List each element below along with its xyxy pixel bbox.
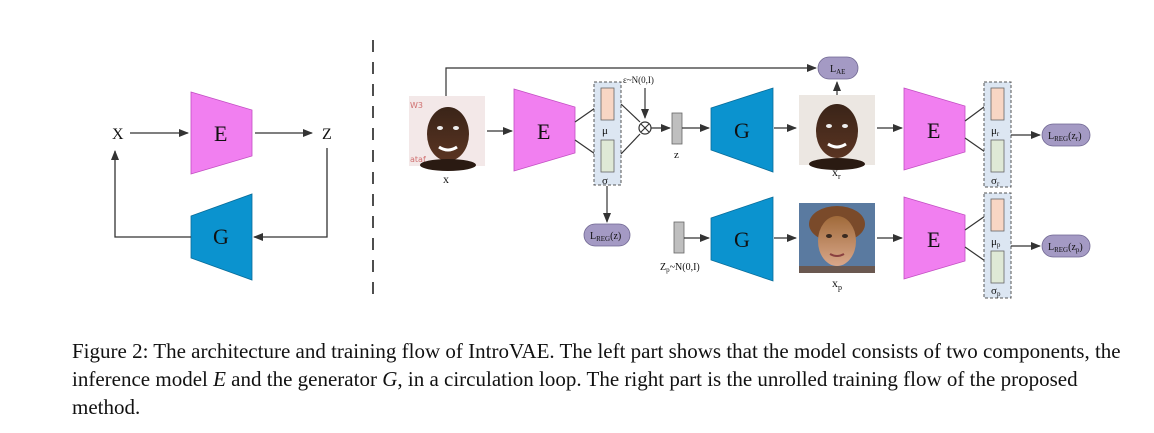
lregzr-close: ) <box>1078 131 1081 142</box>
lregz-sub: REG <box>596 235 610 243</box>
lregzp-arg: (z <box>1068 242 1076 253</box>
svg-text:W3: W3 <box>410 101 423 110</box>
left-generator-shape <box>190 193 253 281</box>
multiply-node <box>638 121 652 135</box>
arrow-z-to-g <box>253 148 328 241</box>
left-generator-label: G <box>213 224 229 249</box>
latent-group-3: μp σp <box>983 192 1012 299</box>
input-face-image: W3 ataf <box>409 96 485 171</box>
sigmap-sub: p <box>997 290 1001 298</box>
generator-2-label: G <box>734 227 750 252</box>
svg-text:Zp~N(0,I): Zp~N(0,I) <box>660 262 700 274</box>
left-encoder-label: E <box>214 121 227 146</box>
lregzr-arg: (z <box>1068 131 1076 142</box>
xp-sub: p <box>838 283 842 292</box>
svg-text:LREG(z): LREG(z) <box>590 231 621 243</box>
xr-sub: r <box>838 172 841 181</box>
sigma-label: σ <box>602 175 608 187</box>
lae-main: L <box>830 64 836 75</box>
loss-reg-z-pill: LREG(z) <box>583 223 631 247</box>
lregz-main: L <box>590 231 596 242</box>
sigmar-sub: r <box>997 180 1000 188</box>
loss-reg-zp-pill: LREG(zp) <box>1041 234 1091 258</box>
svg-text:σr: σr <box>991 175 1000 188</box>
z-label: z <box>674 149 679 161</box>
svg-text:ataf: ataf <box>410 155 426 164</box>
latent-group-1: μ σ <box>593 81 622 187</box>
arrow-sigma-to-mult <box>620 133 641 155</box>
zp-dist: ~N(0,I) <box>670 262 700 273</box>
encoder-3-label: E <box>927 227 940 252</box>
caption-suffix: , in a circulation loop. The right part … <box>72 367 1078 419</box>
lregzp-arg-sub: p <box>1076 246 1080 254</box>
encoder-1-shape <box>513 88 576 172</box>
mup-sub: p <box>997 241 1001 249</box>
left-loop: X E Z G <box>111 91 332 281</box>
svg-text:σp: σp <box>991 285 1001 298</box>
left-x-label: X <box>112 126 124 143</box>
caption-g-symbol: G <box>382 367 398 391</box>
mup-label: μ <box>991 236 997 248</box>
latent-group-2: μr σr <box>983 81 1012 188</box>
svg-text:xp: xp <box>832 276 842 292</box>
reconstructed-face-image <box>799 95 875 170</box>
zp-block <box>673 221 685 254</box>
caption-middle: and the generator <box>225 367 383 391</box>
arrow-mu-to-mult <box>620 103 641 123</box>
mur-label: μ <box>991 125 997 137</box>
arrow-x-to-lae <box>445 64 817 96</box>
xp-label: x <box>832 276 838 290</box>
mu-label: μ <box>602 125 608 137</box>
svg-text:LREG(zr): LREG(zr) <box>1048 131 1082 143</box>
lregzr-arg-sub: r <box>1076 135 1079 143</box>
arrow-g-to-x <box>111 150 191 238</box>
generator-2-shape <box>710 196 774 282</box>
figure-caption: Figure 2: The architecture and training … <box>72 337 1134 421</box>
encoder-2-shape <box>903 87 966 171</box>
xr-label: x <box>832 165 838 179</box>
loss-ae-pill: LAE <box>817 56 859 80</box>
lregzp-main: L <box>1048 242 1054 253</box>
lae-sub: AE <box>836 68 845 76</box>
left-z-label: Z <box>322 126 332 143</box>
zp-label: Z <box>660 262 666 273</box>
lregzp-close: ) <box>1079 242 1082 253</box>
mur-sub: r <box>997 130 1000 138</box>
left-encoder-shape <box>190 91 253 175</box>
encoder-2-label: E <box>927 118 940 143</box>
lregzp-sub: REG <box>1054 246 1068 254</box>
svg-text:xr: xr <box>832 165 841 181</box>
eps-label: ε~N(0,I) <box>623 75 654 85</box>
sigmap-label: σ <box>991 285 997 297</box>
caption-prefix: Figure 2: The architecture and training … <box>72 339 1121 391</box>
generator-1-shape <box>710 87 774 173</box>
generator-1-label: G <box>734 118 750 143</box>
lregzr-sub: REG <box>1054 135 1068 143</box>
loss-reg-zr-pill: LREG(zr) <box>1041 123 1091 147</box>
caption-e-symbol: E <box>213 367 226 391</box>
encoder-3-shape <box>903 196 966 280</box>
generated-face-image <box>799 203 875 273</box>
sigmar-label: σ <box>991 175 997 187</box>
encoder-1-label: E <box>537 119 550 144</box>
introvae-diagram: X E Z G LAE W3 ataf x E μ <box>111 40 1091 300</box>
svg-text:LREG(zp): LREG(zp) <box>1048 242 1083 254</box>
svg-text:LAE: LAE <box>830 64 845 76</box>
z-block <box>671 112 683 145</box>
svg-text:μr: μr <box>991 125 1000 138</box>
x-label: x <box>443 172 449 186</box>
zp-sub: p <box>666 266 670 274</box>
lregz-arg: (z) <box>610 231 621 242</box>
lregzr-main: L <box>1048 131 1054 142</box>
svg-text:μp: μp <box>991 236 1001 249</box>
